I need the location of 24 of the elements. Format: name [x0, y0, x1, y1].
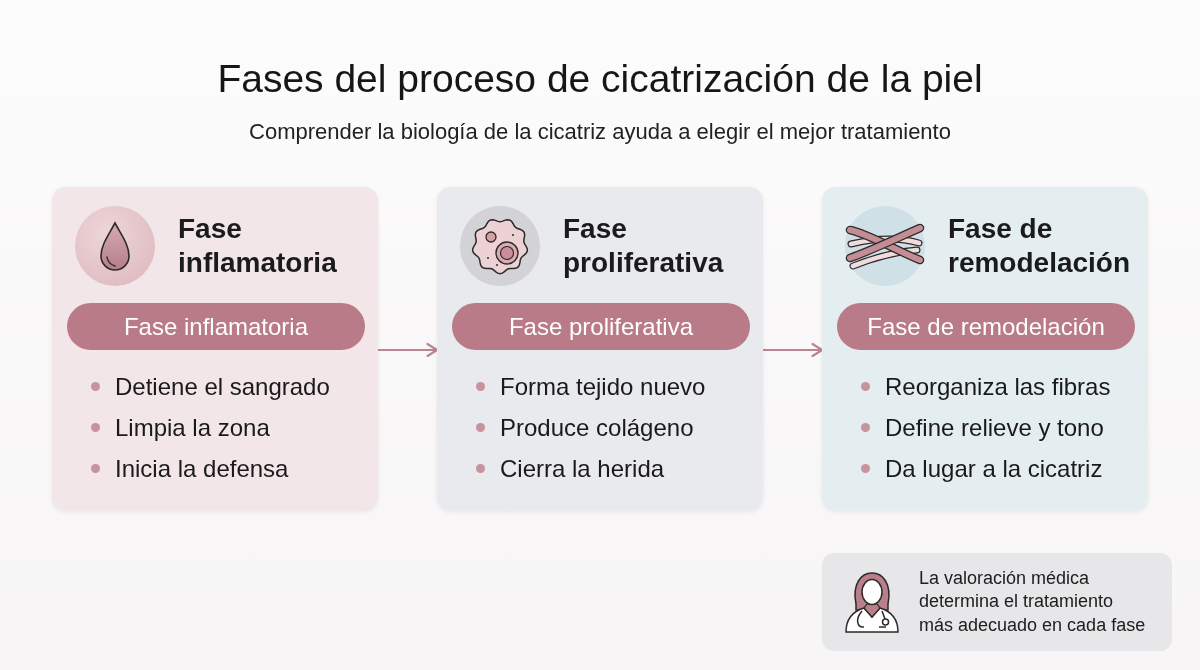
subtitle-text: Comprender la biología de la cicatriz ayuda a elegir el mejor tratamiento [249, 118, 951, 146]
bullet-text: Detiene el sangrado [115, 371, 330, 402]
arrow [376, 342, 439, 358]
bullet-text: Define relieve y tono [885, 412, 1104, 443]
phase-card [822, 187, 1148, 511]
phase-pill: Fase inflamatoria [67, 303, 365, 350]
phase-pill: Fase proliferativa [452, 303, 750, 350]
bullet-text: Da lugar a la cicatriz [885, 453, 1103, 484]
bullet-text: Reorganiza las fibras [885, 371, 1111, 402]
note-card [822, 553, 1172, 651]
bullet-text: Produce colágeno [500, 412, 694, 443]
note-text: La valoración médica determina el tratamiento más adecuado en cada fase [919, 566, 1147, 637]
phase-card [437, 187, 763, 511]
phase-heading: Fase inflamatoria [178, 212, 338, 280]
phase-card [52, 187, 378, 511]
bullet-text: Cierra la herida [500, 453, 665, 484]
phase-heading: Fase proliferativa [563, 212, 725, 280]
bullet-text: Limpia la zona [115, 412, 270, 443]
bullet-text: Forma tejido nuevo [500, 371, 706, 402]
diagram-title: Fases del proceso de cicatrización de la piel [216, 56, 984, 102]
bullet-text: Inicia la defensa [115, 453, 289, 484]
phase-pill: Fase de remodelación [837, 303, 1135, 350]
arrow [761, 342, 824, 358]
phase-heading: Fase de remodelación [948, 212, 1132, 280]
